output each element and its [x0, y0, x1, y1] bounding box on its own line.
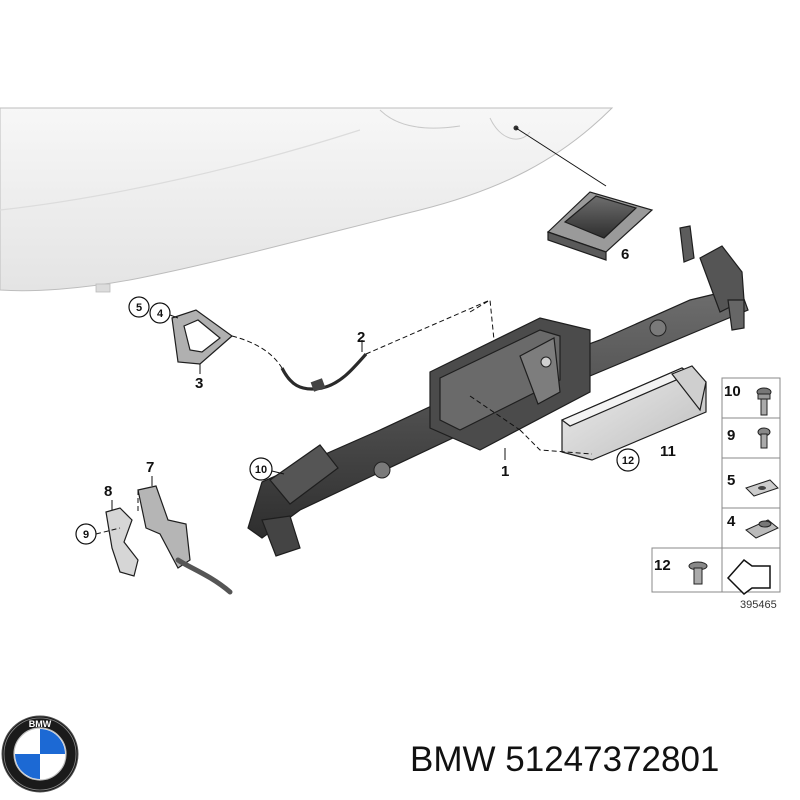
callout-1: 1 — [501, 463, 509, 480]
part-number: 51247372801 — [505, 740, 720, 779]
callout-6: 6 — [621, 246, 629, 263]
fastener-legend: 10 9 5 4 — [721, 377, 781, 571]
callout-7: 7 — [146, 459, 154, 476]
legend-number-5: 5 — [727, 472, 735, 489]
bmw-logo: BMW — [1, 715, 79, 793]
part-2-cable — [231, 299, 497, 392]
nut-4-icon — [745, 519, 779, 539]
part-11-cover — [469, 365, 707, 461]
bolt-10-icon — [756, 387, 772, 416]
legend-number-12: 12 — [654, 557, 671, 574]
callout-10: 10 — [255, 464, 267, 476]
screw-12-legend: 12 — [651, 547, 723, 593]
callout-2: 2 — [357, 329, 365, 346]
svg-text:BMW: BMW — [29, 719, 52, 729]
screw-12-icon — [688, 561, 708, 585]
callout-labels: 1 2 3 6 7 8 11 — [104, 246, 676, 500]
callout-5: 5 — [136, 302, 142, 314]
part-3-handle — [171, 309, 233, 374]
tailgate-panel — [0, 107, 614, 293]
diagram-reference-number: 395465 — [740, 599, 777, 611]
clip-5-icon — [745, 479, 779, 497]
callout-12: 12 — [622, 455, 634, 467]
screw-9-icon — [757, 427, 771, 449]
circled-callouts: 5 4 9 10 12 — [75, 296, 640, 545]
part-caption: BMW 51247372801 — [410, 740, 719, 780]
legend-number-10: 10 — [724, 383, 741, 400]
legend-number-4: 4 — [727, 513, 736, 530]
part-6-switch — [515, 127, 654, 261]
part-8-bracket — [95, 500, 139, 577]
reference-arrow-box — [721, 547, 781, 595]
callout-9: 9 — [83, 529, 89, 541]
callout-3: 3 — [195, 375, 203, 392]
callout-8: 8 — [104, 483, 112, 500]
callout-4: 4 — [157, 308, 164, 320]
callout-11: 11 — [660, 443, 676, 460]
brand-name: BMW — [410, 740, 496, 779]
part-7-bracket — [137, 476, 233, 595]
arrow-icon — [726, 558, 771, 595]
part-1-lock-carrier — [247, 225, 749, 557]
legend-number-9: 9 — [727, 427, 735, 444]
